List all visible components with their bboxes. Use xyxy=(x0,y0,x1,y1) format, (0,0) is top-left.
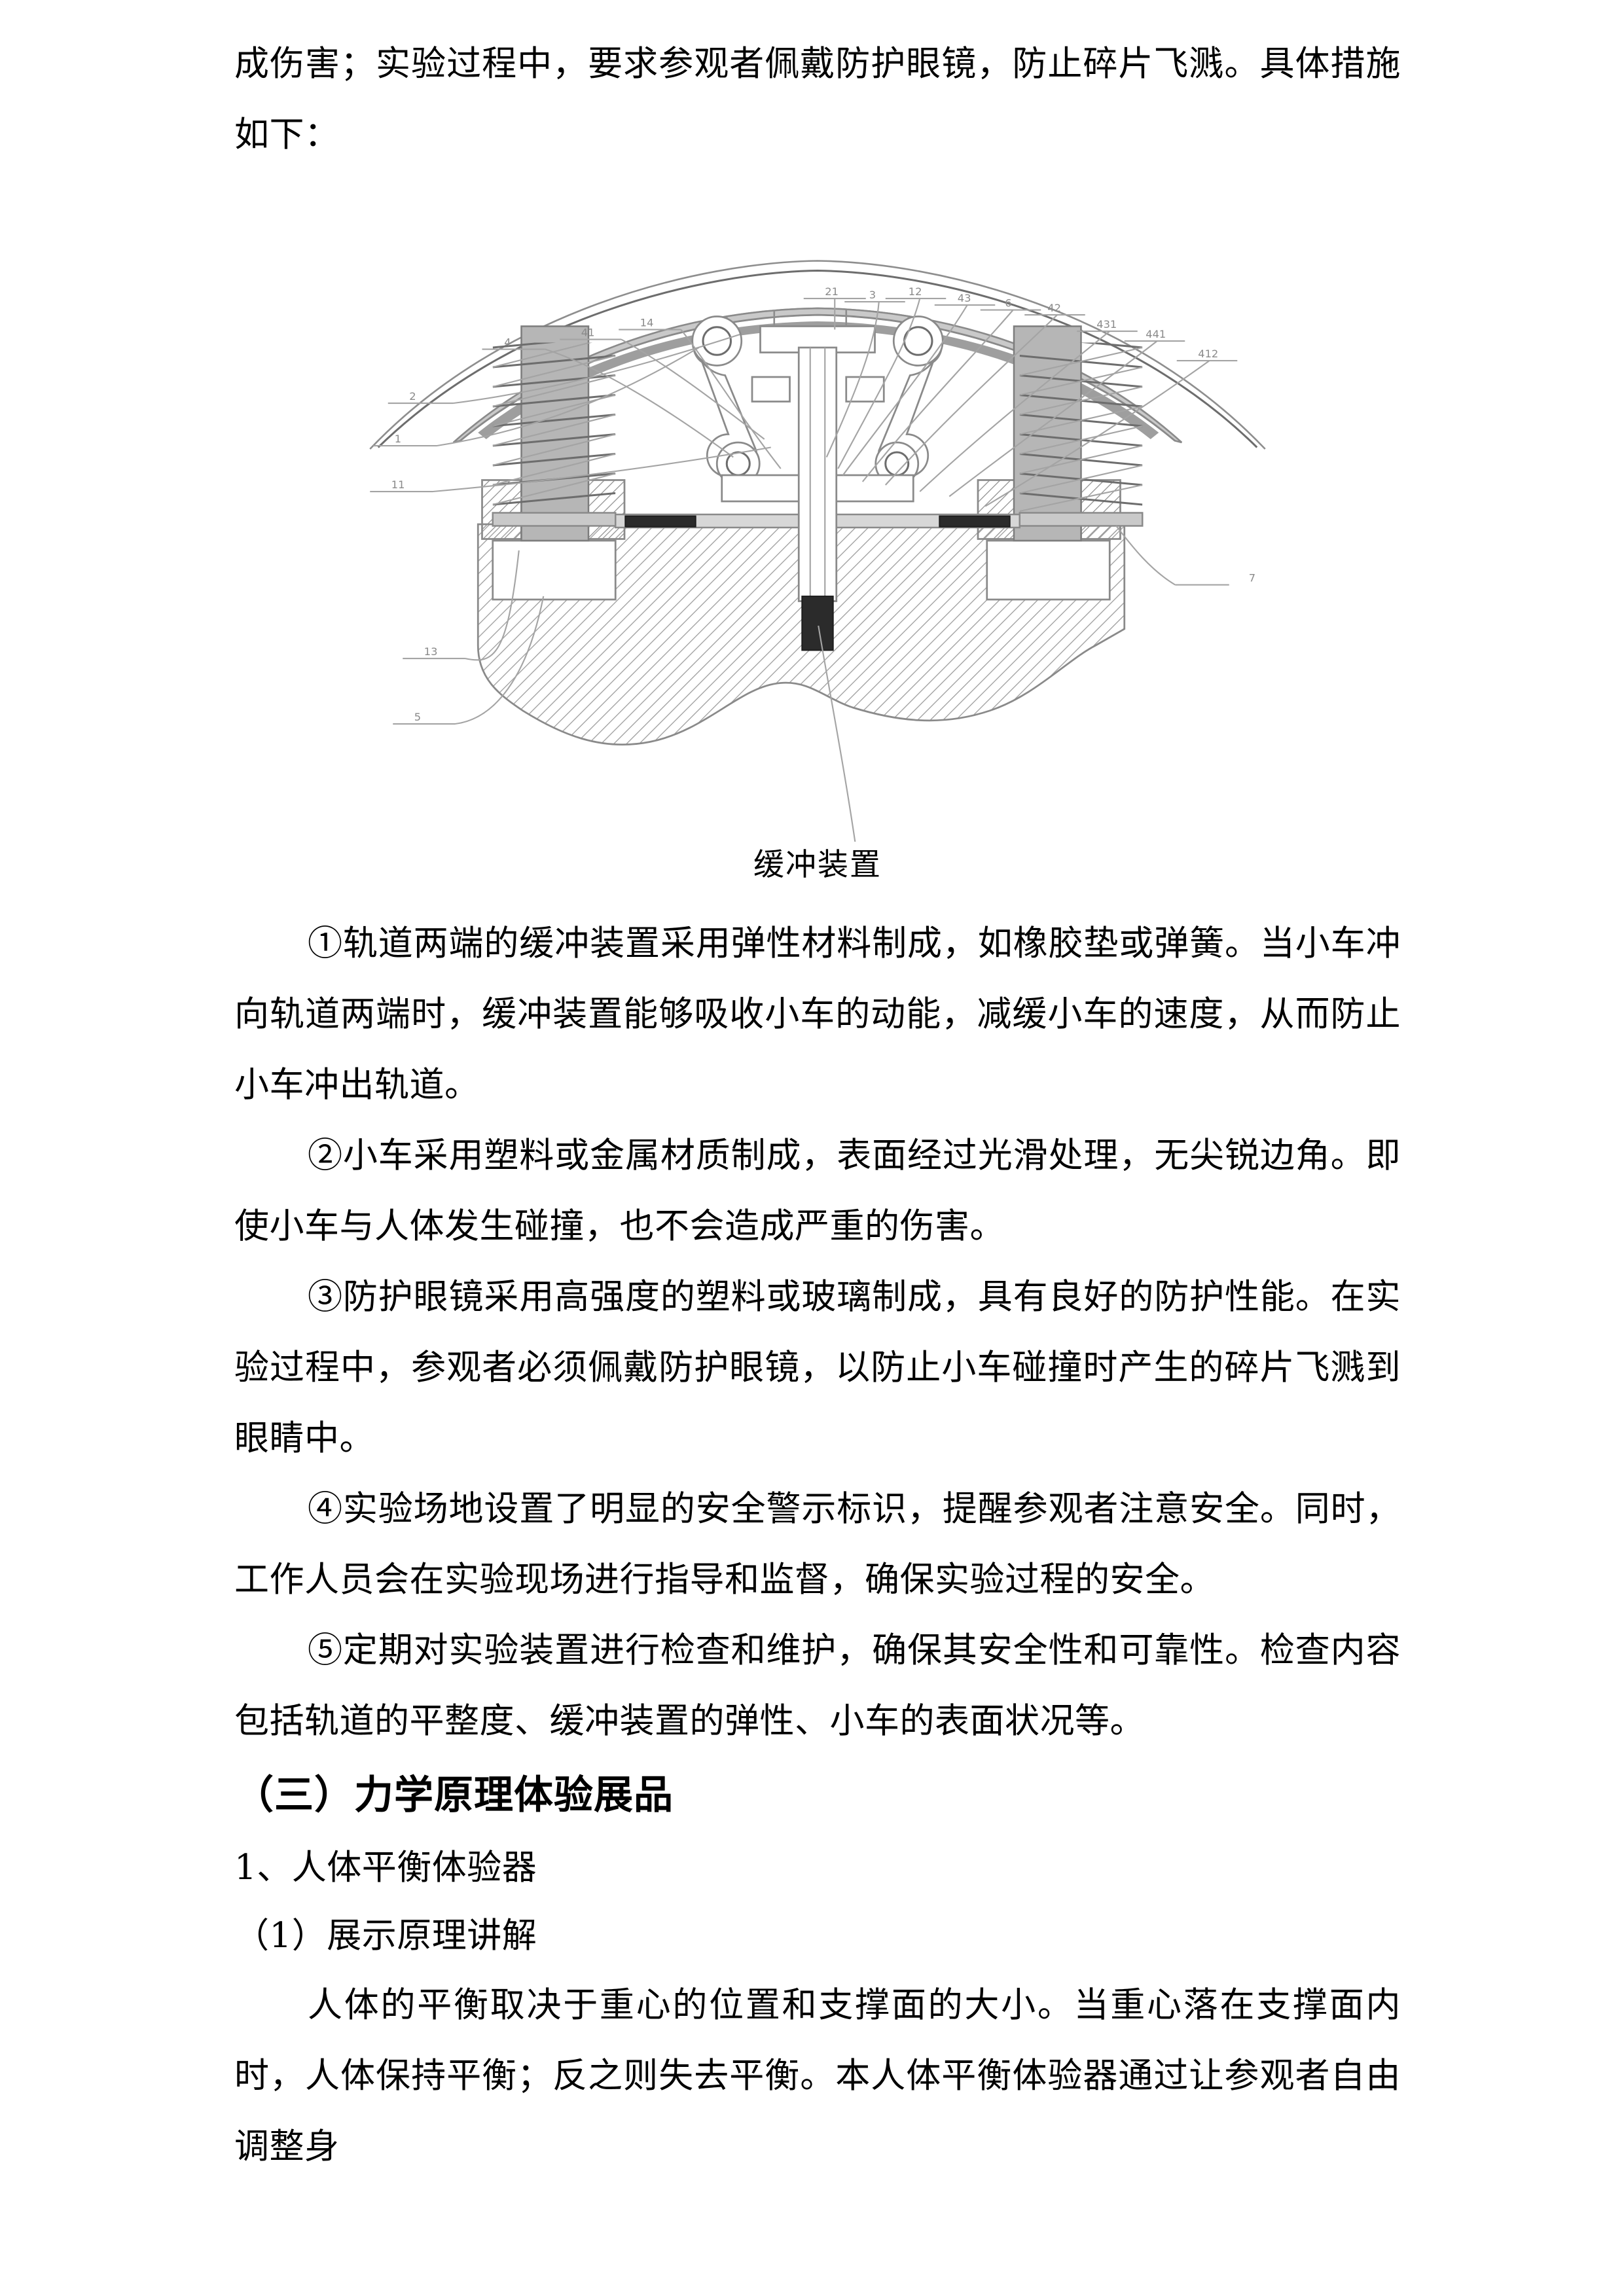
left-spring-seat xyxy=(492,512,617,527)
left-spring-assembly xyxy=(481,325,626,601)
svg-text:1: 1 xyxy=(395,433,401,445)
reference-number-labels: 1 2 11 4 41 14 21 3 12 43 6 42 431 441 xyxy=(391,285,1255,723)
leader-lines-top xyxy=(803,297,1238,507)
top-spacer xyxy=(234,0,1401,29)
svg-text:14: 14 xyxy=(640,317,654,329)
left-cavity-wall-inner xyxy=(586,479,626,540)
svg-text:5: 5 xyxy=(414,711,421,723)
measure-item-5: ⑤定期对实验装置进行检查和维护，确保其安全性和可靠性。检查内容包括轨道的平整度、… xyxy=(234,1630,1401,1741)
left-connector-box xyxy=(751,376,791,403)
figure-image-wrapper: 1 2 11 4 41 14 21 3 12 43 6 42 431 441 xyxy=(234,187,1401,842)
svg-text:431: 431 xyxy=(1096,318,1117,331)
left-cavity-wall-outer xyxy=(481,479,522,540)
shaft-end-block xyxy=(801,596,834,651)
svg-text:42: 42 xyxy=(1047,302,1061,314)
leader-line-bottom xyxy=(818,625,856,842)
left-linkage-arm xyxy=(691,315,761,486)
svg-text:43: 43 xyxy=(958,292,971,304)
figure-bottom-spacer xyxy=(234,889,1401,908)
sub-heading-principle: （1）展示原理讲解 xyxy=(234,1916,537,1956)
left-dark-pad xyxy=(624,515,696,528)
svg-text:4: 4 xyxy=(504,336,511,349)
right-spring-assembly xyxy=(977,325,1144,601)
right-dark-pad xyxy=(939,515,1011,528)
left-upper-pivot xyxy=(691,315,743,367)
page-content: 成伤害；实验过程中，要求参观者佩戴防护眼镜，防止碎片飞溅。具体措施如下： xyxy=(234,0,1401,2296)
svg-text:412: 412 xyxy=(1198,348,1218,360)
svg-text:3: 3 xyxy=(869,289,876,301)
sub-heading-exhibit: 1、人体平衡体验器 xyxy=(234,1848,537,1888)
measure-item-3: ③防护眼镜采用高强度的塑料或玻璃制成，具有良好的防护性能。在实验过程中，参观者必… xyxy=(234,1277,1401,1458)
svg-text:2: 2 xyxy=(409,390,416,403)
right-chamber xyxy=(986,539,1111,601)
svg-text:21: 21 xyxy=(825,285,839,298)
svg-text:7: 7 xyxy=(1249,572,1255,584)
left-chamber xyxy=(492,539,617,601)
right-cavity-wall-outer xyxy=(1080,479,1121,540)
buffer-device-diagram: 1 2 11 4 41 14 21 3 12 43 6 42 431 441 xyxy=(369,260,1266,842)
measure-item-4: ④实验场地设置了明显的安全警示标识，提醒参观者注意安全。同时，工作人员会在实验现… xyxy=(234,1489,1401,1600)
figure-top-spacer xyxy=(234,170,1401,187)
right-spring-seat xyxy=(1019,512,1144,527)
measure-item-1: ①轨道两端的缓冲装置采用弹性材料制成，如橡胶垫或弹簧。当小车冲向轨道两端时，缓冲… xyxy=(234,924,1401,1105)
central-linkage xyxy=(691,310,944,651)
measure-item-2: ②小车采用塑料或金属材质制成，表面经过光滑处理，无尖锐边角。即使小车与人体发生碰… xyxy=(234,1136,1401,1246)
figure-caption: 缓冲装置 xyxy=(753,847,882,883)
right-upper-pivot xyxy=(892,315,944,367)
leader-lines-left xyxy=(370,329,782,725)
svg-text:13: 13 xyxy=(424,645,438,658)
right-coil-spring xyxy=(1019,342,1143,512)
central-shaft xyxy=(797,346,838,602)
leader-lines-right xyxy=(1115,525,1229,586)
foundation-block xyxy=(477,523,1126,746)
svg-text:12: 12 xyxy=(909,285,922,298)
section-heading: （三）力学原理体验展品 xyxy=(234,1772,674,1818)
svg-text:6: 6 xyxy=(1005,297,1011,310)
arc-band xyxy=(478,321,1159,439)
right-cavity-wall-inner xyxy=(977,479,1017,540)
paragraph-intro: 成伤害；实验过程中，要求参观者佩戴防护眼镜，防止碎片飞溅。具体措施如下： xyxy=(234,44,1401,154)
svg-text:41: 41 xyxy=(581,327,595,339)
paragraph-final: 人体的平衡取决于重心的位置和支撑面的大小。当重心落在支撑面内时，人体保持平衡；反… xyxy=(234,1985,1401,2166)
figure-buffer-device: 1 2 11 4 41 14 21 3 12 43 6 42 431 441 xyxy=(234,187,1401,889)
svg-text:11: 11 xyxy=(391,478,405,491)
svg-text:441: 441 xyxy=(1146,328,1166,340)
